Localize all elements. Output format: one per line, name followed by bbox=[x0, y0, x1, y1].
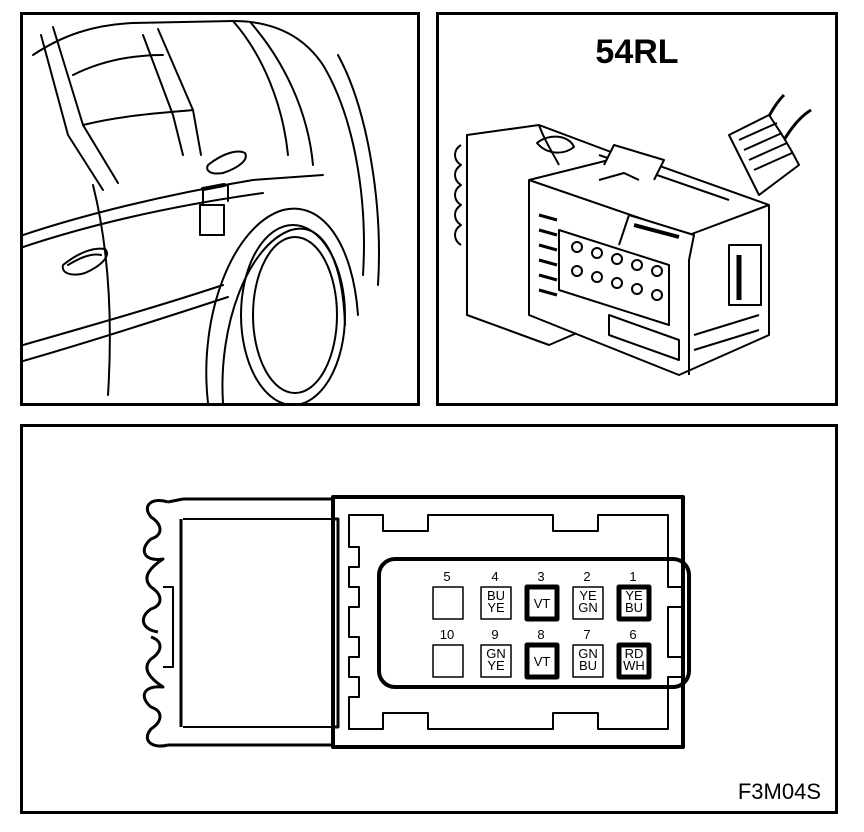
pin-box bbox=[572, 644, 604, 678]
pin-box bbox=[616, 642, 652, 680]
pin-number: 5 bbox=[443, 569, 450, 584]
wire-color-label: RD bbox=[625, 646, 644, 661]
connector-title: 54RL bbox=[595, 33, 679, 71]
pin-box bbox=[524, 584, 560, 622]
wire-color-label: BU bbox=[579, 658, 597, 673]
wire-color-label: YE bbox=[487, 600, 505, 615]
pin-box bbox=[572, 586, 604, 620]
wire-color-label: GN bbox=[578, 600, 598, 615]
pin-number: 2 bbox=[583, 569, 590, 584]
pin-box bbox=[480, 644, 512, 678]
wire-color-label: WH bbox=[623, 658, 645, 673]
pin-number: 3 bbox=[537, 569, 544, 584]
wire-color-label: VT bbox=[534, 596, 551, 611]
car-side-illustration bbox=[23, 20, 380, 403]
connector-body bbox=[331, 495, 685, 749]
connector-3d-illustration bbox=[454, 93, 812, 376]
wire-color-label: BU bbox=[487, 588, 505, 603]
pin-box bbox=[616, 584, 652, 622]
wire-color-label: GN bbox=[486, 646, 506, 661]
pin-10: 10 bbox=[432, 627, 464, 678]
pin-number: 1 bbox=[629, 569, 636, 584]
pin-box bbox=[480, 586, 512, 620]
pin-number: 8 bbox=[537, 627, 544, 642]
pin-5: 5 bbox=[432, 569, 464, 620]
pin-box bbox=[432, 644, 464, 678]
wire-color-label: VT bbox=[534, 654, 551, 669]
pin-box bbox=[524, 642, 560, 680]
car-location-panel bbox=[20, 12, 420, 406]
pin-cavity-frame bbox=[377, 557, 691, 689]
pin-number: 7 bbox=[583, 627, 590, 642]
wire-color-label: BU bbox=[625, 600, 643, 615]
pin-8: 8VT bbox=[524, 627, 560, 680]
connector-view-panel: 54RL bbox=[436, 12, 838, 406]
pin-number: 9 bbox=[491, 627, 498, 642]
figure-code: F3M04S bbox=[737, 779, 821, 804]
pin-number: 4 bbox=[491, 569, 498, 584]
pin-box bbox=[432, 586, 464, 620]
wire-color-label: YE bbox=[579, 588, 597, 603]
connector-latch bbox=[183, 497, 340, 747]
wire-color-label: YE bbox=[487, 658, 505, 673]
pin-number: 10 bbox=[440, 627, 454, 642]
pin-number: 6 bbox=[629, 627, 636, 642]
wire-color-label: GN bbox=[578, 646, 598, 661]
pin-3: 3VT bbox=[524, 569, 560, 622]
wire-color-label: YE bbox=[625, 588, 643, 603]
